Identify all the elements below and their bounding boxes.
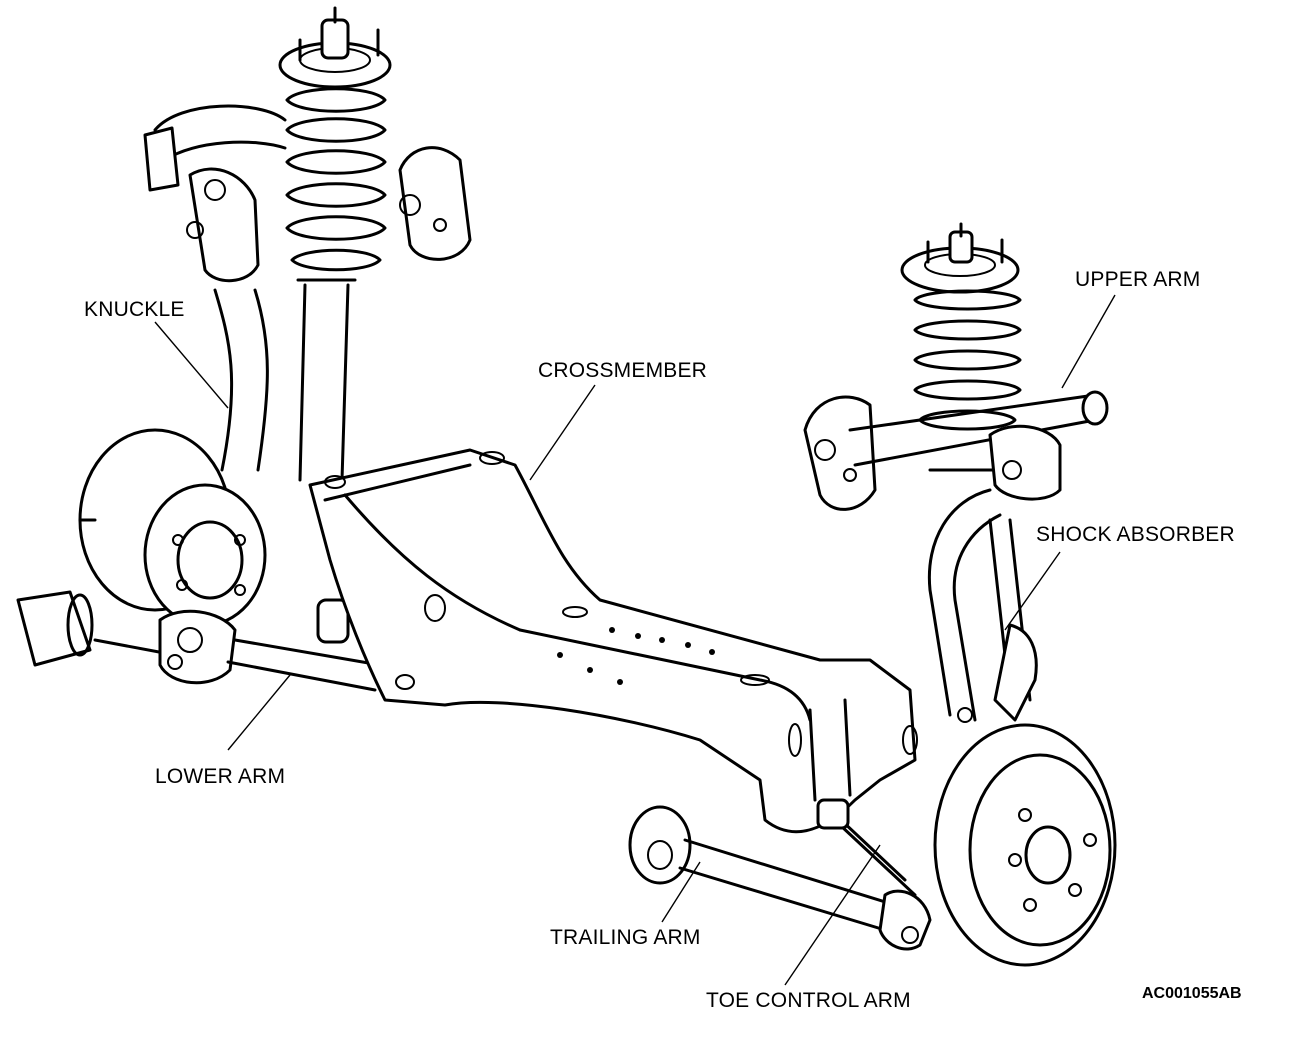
label-knuckle: KNUCKLE <box>84 298 185 321</box>
left-lower-arm <box>16 590 382 692</box>
toe-control-arm <box>816 798 917 897</box>
left-upper-arm <box>143 104 472 261</box>
right-upper-arm <box>803 390 1109 511</box>
leader-shock-absorber <box>1004 551 1061 631</box>
leader-knuckle <box>154 321 229 409</box>
label-toe-control-arm: TOE CONTROL ARM <box>706 989 911 1012</box>
leader-lines <box>154 294 1116 986</box>
label-lower-arm: LOWER ARM <box>155 765 286 788</box>
leader-trailing-arm <box>661 861 701 923</box>
left-knuckle <box>78 167 269 627</box>
right-knuckle-and-drum <box>927 488 1117 967</box>
leader-crossmember <box>529 384 596 481</box>
label-upper-arm: UPPER ARM <box>1075 268 1201 291</box>
right-strut-assembly <box>900 222 1038 722</box>
trailing-arm <box>628 805 932 951</box>
label-trailing-arm: TRAILING ARM <box>550 926 701 949</box>
figure-id: AC001055AB <box>1142 985 1242 1002</box>
label-crossmember: CROSSMEMBER <box>538 359 708 382</box>
leader-upper-arm <box>1061 294 1116 389</box>
leader-lower-arm <box>227 674 291 751</box>
crossmember <box>308 448 918 834</box>
label-shock-absorber: SHOCK ABSORBER <box>1036 523 1235 546</box>
left-strut-assembly <box>278 6 392 482</box>
leader-toe-control-arm <box>784 844 881 986</box>
